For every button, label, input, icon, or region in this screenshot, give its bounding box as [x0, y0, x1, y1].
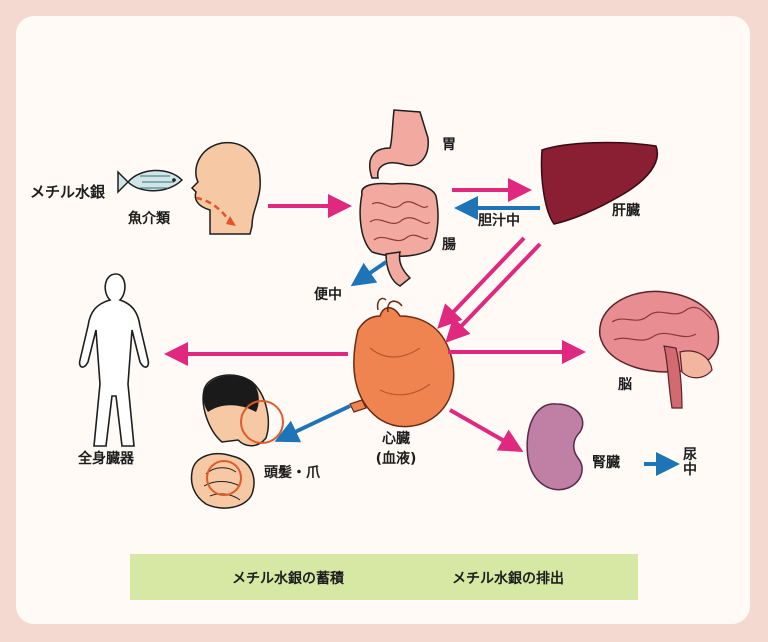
bile-label: 胆汁中 — [478, 214, 520, 229]
source-label: メチル水銀 — [30, 184, 105, 201]
head-icon — [192, 143, 260, 234]
heart-icon — [350, 298, 454, 426]
liver-label: 肝臓 — [612, 204, 640, 219]
body-icon — [80, 274, 149, 446]
urine-label: 尿中 — [682, 448, 698, 479]
brain-label: 脳 — [618, 378, 632, 393]
seafood-label: 魚介類 — [128, 212, 170, 227]
arrow-intestine-to-feces — [354, 262, 386, 284]
heart-label: 心臓 — [366, 432, 426, 447]
kidney-label: 腎臓 — [592, 456, 620, 471]
fish-icon — [118, 170, 182, 192]
arrow-liver-to-heart — [448, 244, 540, 340]
legend-accumulation-label: メチル水銀の蓄積 — [232, 568, 344, 588]
blood-label: (血液) — [358, 452, 434, 467]
whole-body-label: 全身臓器 — [78, 452, 134, 467]
hair-icon — [203, 375, 283, 446]
hair-nail-label: 頭髪・爪 — [264, 466, 320, 481]
nail-icon — [192, 454, 254, 508]
stomach-icon — [370, 110, 428, 178]
arrow-heart-to-hair — [278, 406, 350, 440]
intestine-label: 腸 — [442, 238, 456, 253]
stomach-label: 胃 — [442, 138, 456, 153]
feces-label: 便中 — [314, 288, 342, 303]
arrow-heart-to-kidney — [450, 410, 520, 450]
legend: メチル水銀の蓄積 メチル水銀の排出 — [130, 554, 638, 600]
legend-excretion-label: メチル水銀の排出 — [452, 568, 564, 588]
kidney-icon — [527, 404, 583, 490]
